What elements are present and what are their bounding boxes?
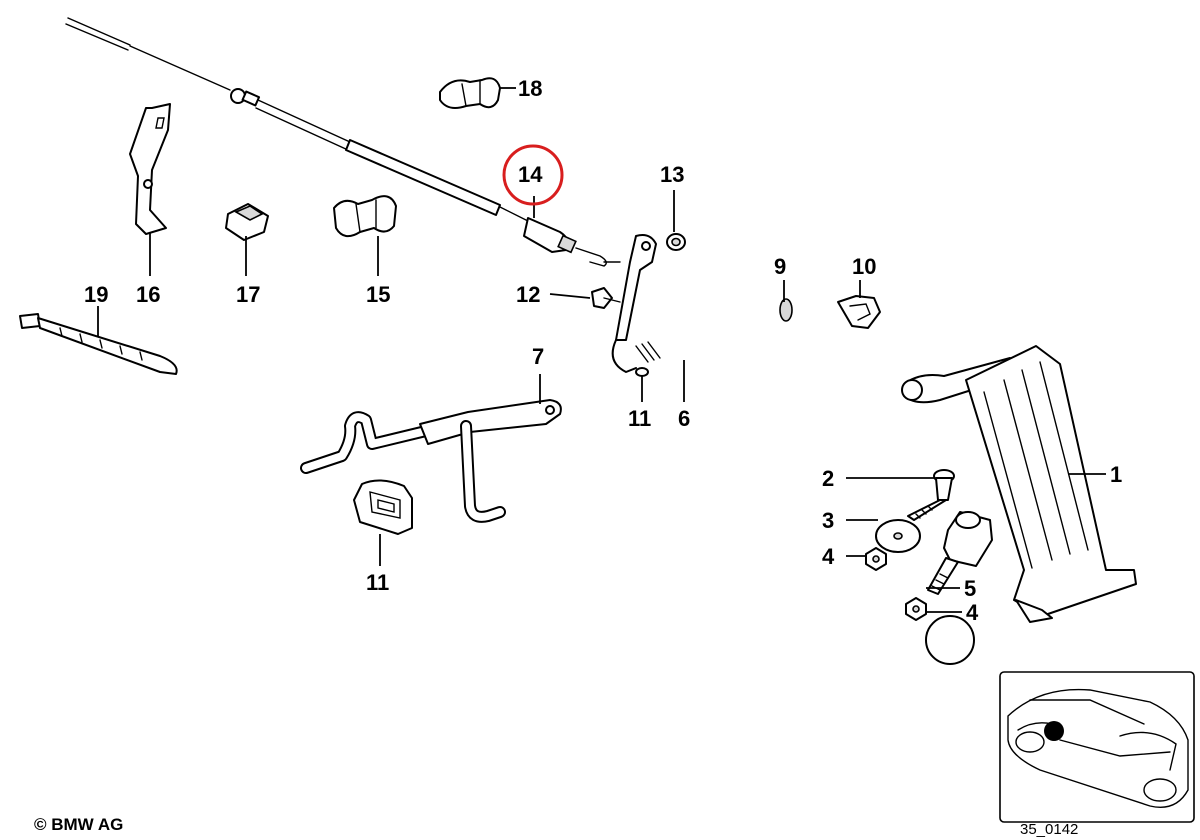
part-labels: 18 14 13 12 16 17 15 19 7 11 6 9 10 1 2 … [84, 76, 1122, 625]
label-part-3[interactable]: 3 [822, 508, 834, 533]
label-part-15[interactable]: 15 [366, 282, 390, 307]
location-dot [1044, 721, 1064, 741]
part-9-clip[interactable] [837, 295, 881, 329]
label-part-11[interactable]: 11 [628, 406, 651, 431]
label-part-7[interactable]: 7 [532, 344, 544, 369]
label-part-13[interactable]: 13 [660, 162, 684, 187]
linkage-lever[interactable] [611, 234, 657, 373]
accelerator-cable[interactable] [65, 17, 621, 267]
label-part-16[interactable]: 16 [136, 282, 160, 307]
part-17-clip-nut[interactable] [225, 203, 269, 241]
part-2-bolt[interactable] [907, 469, 955, 521]
leader-lines [97, 87, 1106, 613]
part-13-bushing[interactable] [666, 233, 686, 251]
drawing-code: 35_0142 [1020, 821, 1078, 838]
label-part-6[interactable]: 6 [678, 406, 690, 431]
part-19-clip[interactable] [439, 77, 501, 109]
part-6-rod[interactable] [626, 298, 904, 410]
label-part-1[interactable]: 1 [1110, 462, 1122, 487]
part-3-stop-disc[interactable] [875, 519, 921, 553]
part-12-pin[interactable] [591, 287, 621, 309]
label-part-18[interactable]: 19 [84, 282, 108, 307]
part-15-clip[interactable] [333, 195, 397, 238]
part-5-switch[interactable] [927, 511, 993, 595]
car-location-inset [999, 671, 1195, 823]
part-10-holder[interactable] [353, 479, 413, 535]
part-4-nut-lower[interactable] [905, 597, 927, 621]
copyright-text: © BMW AG [34, 815, 123, 834]
part-4-nut-upper[interactable] [865, 547, 887, 571]
part-18-cable-tie[interactable] [19, 313, 178, 375]
label-part-5[interactable]: 5 [964, 576, 976, 601]
label-part-9[interactable]: 10 [852, 254, 876, 279]
label-part-4-lower[interactable]: 4 [966, 600, 979, 625]
part-1-pedal[interactable] [901, 345, 1137, 623]
round-pad [925, 615, 975, 665]
label-part-17[interactable]: 17 [236, 282, 260, 307]
label-part-2[interactable]: 2 [822, 466, 834, 491]
label-part-8[interactable]: 9 [774, 254, 786, 279]
part-7-lever[interactable] [300, 399, 562, 523]
label-part-12[interactable]: 12 [516, 282, 540, 307]
label-part-14[interactable]: 14 [518, 162, 543, 187]
label-part-10[interactable]: 11 [366, 570, 389, 595]
label-part-19[interactable]: 18 [518, 76, 542, 101]
highlight-ring [502, 144, 564, 206]
part-16-bracket[interactable] [129, 103, 171, 235]
label-part-4-upper[interactable]: 4 [822, 544, 835, 569]
